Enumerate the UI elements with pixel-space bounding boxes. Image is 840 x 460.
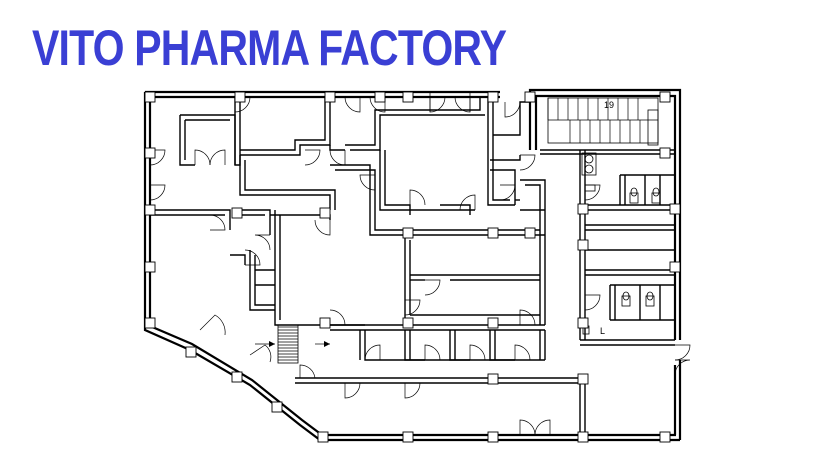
column xyxy=(659,91,671,103)
column xyxy=(577,373,589,385)
column xyxy=(659,147,671,159)
column xyxy=(402,431,414,443)
door-swings xyxy=(149,92,691,436)
column xyxy=(487,431,499,443)
column xyxy=(487,373,499,385)
corridor-walls xyxy=(295,149,675,432)
stair-number-label: 19 xyxy=(604,100,614,110)
column xyxy=(319,207,331,219)
column xyxy=(487,227,499,239)
lift-mark-label: L xyxy=(600,326,605,336)
column xyxy=(324,91,336,103)
column xyxy=(144,204,156,216)
column xyxy=(524,91,536,103)
column xyxy=(144,261,156,273)
column xyxy=(144,147,156,159)
column xyxy=(402,317,414,329)
column xyxy=(231,371,243,383)
column xyxy=(144,317,156,329)
column xyxy=(577,203,589,215)
column xyxy=(524,227,536,239)
column xyxy=(577,239,589,251)
column xyxy=(271,401,283,413)
column xyxy=(317,431,329,443)
page-title: VITO PHARMA FACTORY xyxy=(32,20,507,76)
column xyxy=(487,91,499,103)
column xyxy=(402,91,414,103)
sanitary-fixtures: L xyxy=(581,152,661,336)
column xyxy=(319,317,331,329)
column xyxy=(374,91,386,103)
column xyxy=(577,317,589,329)
column xyxy=(185,346,197,358)
stairwell-upper: 19 xyxy=(547,97,659,146)
column xyxy=(577,431,589,443)
stairwell-lower xyxy=(255,324,330,364)
column xyxy=(144,91,156,103)
column xyxy=(487,317,499,329)
column xyxy=(669,261,681,273)
structural-columns xyxy=(144,91,681,443)
column xyxy=(659,431,671,443)
column xyxy=(231,207,243,219)
column xyxy=(234,91,246,103)
column xyxy=(402,227,414,239)
column xyxy=(669,203,681,215)
